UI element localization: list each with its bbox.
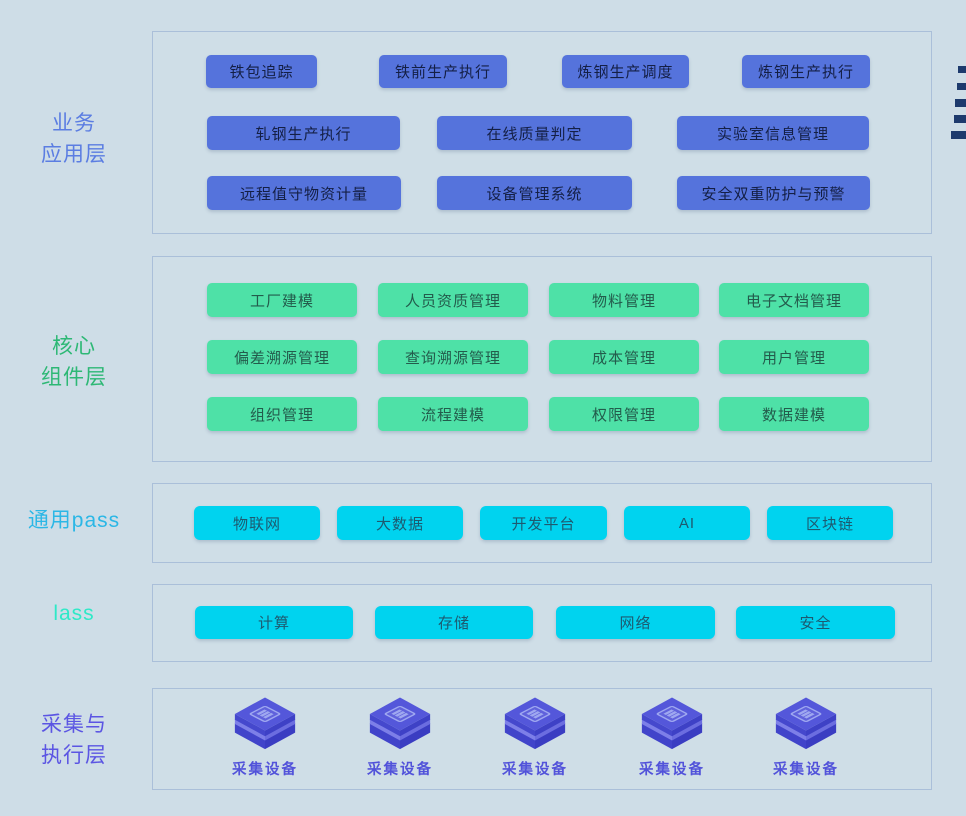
module-button[interactable]: 铁包追踪: [206, 55, 317, 88]
module-button[interactable]: 存储: [375, 606, 533, 639]
module-button[interactable]: 区块链: [767, 506, 893, 540]
module-button[interactable]: 人员资质管理: [378, 283, 528, 317]
module-button[interactable]: 用户管理: [719, 340, 869, 374]
module-button[interactable]: 安全: [736, 606, 895, 639]
layer-label-business: 业务 应用层: [0, 108, 148, 170]
module-button[interactable]: 铁前生产执行: [379, 55, 507, 88]
device-label: 采集设备: [773, 762, 839, 778]
module-button[interactable]: 流程建模: [378, 397, 528, 431]
layer-label-iaas: lass: [0, 598, 148, 629]
module-button[interactable]: AI: [624, 506, 750, 540]
module-button[interactable]: 偏差溯源管理: [207, 340, 357, 374]
layer-label-line: 执行层: [41, 744, 107, 767]
device-item: 采集设备: [352, 696, 448, 779]
module-button[interactable]: 安全双重防护与预警: [677, 176, 870, 210]
device-item: 采集设备: [624, 696, 720, 779]
layer-label-line: 核心: [52, 335, 96, 358]
module-button[interactable]: 工厂建模: [207, 283, 357, 317]
module-button[interactable]: 轧钢生产执行: [207, 116, 400, 150]
module-button[interactable]: 炼钢生产调度: [562, 55, 689, 88]
layer-label-line: 业务: [52, 112, 96, 135]
device-label: 采集设备: [502, 762, 568, 778]
module-button[interactable]: 组织管理: [207, 397, 357, 431]
layer-label-line: 采集与: [41, 713, 107, 736]
module-button[interactable]: 权限管理: [549, 397, 699, 431]
layer-label-collect: 采集与 执行层: [0, 709, 148, 771]
layer-label-paas: 通用pass: [0, 505, 148, 536]
layer-label-core: 核心 组件层: [0, 331, 148, 393]
device-item: 采集设备: [487, 696, 583, 779]
layer-label-line: 应用层: [41, 143, 107, 166]
module-button[interactable]: 炼钢生产执行: [742, 55, 870, 88]
module-button[interactable]: 设备管理系统: [437, 176, 632, 210]
device-item: 采集设备: [217, 696, 313, 779]
device-label: 采集设备: [367, 762, 433, 778]
layer-label-line: 通用pass: [27, 509, 121, 532]
device-item: 采集设备: [758, 696, 854, 779]
module-button[interactable]: 物料管理: [549, 283, 699, 317]
module-button[interactable]: 开发平台: [480, 506, 607, 540]
layer-label-line: 组件层: [41, 366, 107, 389]
module-button[interactable]: 物联网: [194, 506, 320, 540]
module-button[interactable]: 大数据: [337, 506, 463, 540]
module-button[interactable]: 数据建模: [719, 397, 869, 431]
device-cube-icon: [234, 697, 296, 750]
device-cube-icon: [369, 697, 431, 750]
module-button[interactable]: 查询溯源管理: [378, 340, 528, 374]
layer-label-line: lass: [53, 602, 95, 625]
device-label: 采集设备: [639, 762, 705, 778]
module-button[interactable]: 电子文档管理: [719, 283, 869, 317]
module-button[interactable]: 计算: [195, 606, 353, 639]
device-label: 采集设备: [232, 762, 298, 778]
module-button[interactable]: 在线质量判定: [437, 116, 632, 150]
module-button[interactable]: 网络: [556, 606, 715, 639]
device-cube-icon: [504, 697, 566, 750]
module-button[interactable]: 远程值守物资计量: [207, 176, 401, 210]
corner-marks-icon: [936, 0, 966, 150]
module-button[interactable]: 成本管理: [549, 340, 699, 374]
device-cube-icon: [775, 697, 837, 750]
module-button[interactable]: 实验室信息管理: [677, 116, 869, 150]
device-cube-icon: [641, 697, 703, 750]
